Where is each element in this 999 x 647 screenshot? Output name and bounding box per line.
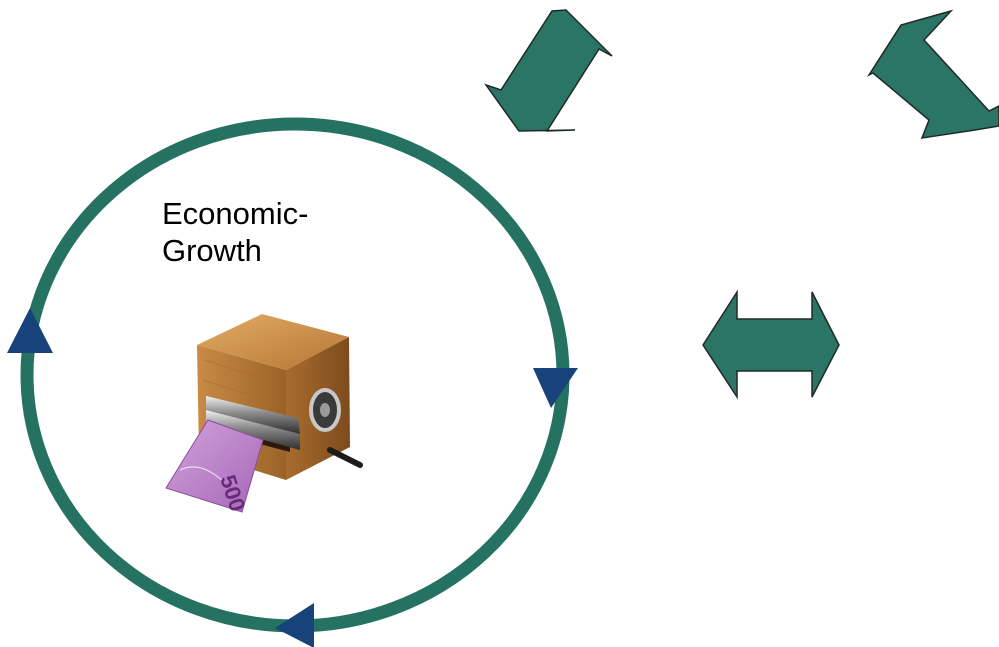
cycle-arrowhead-bottom bbox=[275, 603, 314, 647]
double-arrow-top-right bbox=[866, 9, 999, 139]
cycle-title: Economic- Growth bbox=[162, 195, 392, 269]
double-arrow-horizontal bbox=[702, 289, 840, 400]
cycle-arrowhead-left bbox=[7, 308, 53, 353]
double-arrow-top-left bbox=[484, 9, 613, 132]
cycle-arrowhead-right bbox=[533, 368, 578, 408]
cycle-title-line1: Economic- bbox=[162, 196, 309, 231]
money-printing-machine-icon: 500 bbox=[165, 314, 363, 514]
cycle-title-line2: Growth bbox=[162, 233, 262, 268]
